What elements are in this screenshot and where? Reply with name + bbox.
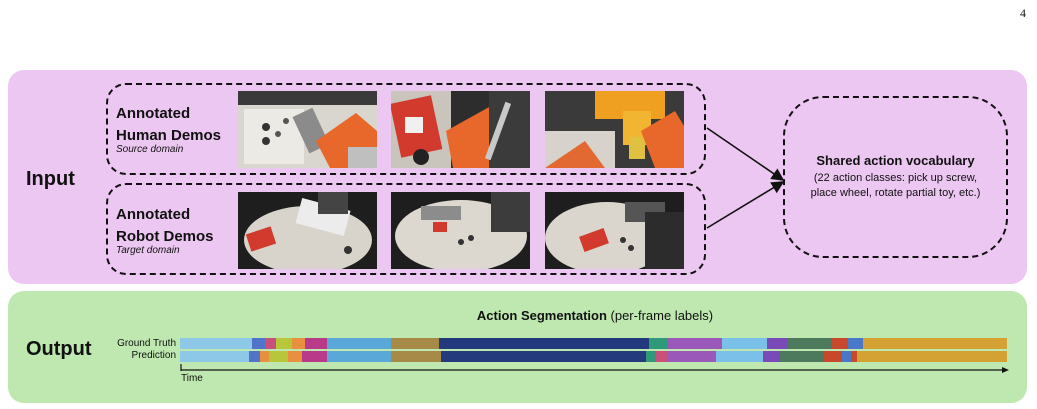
segment [327,338,391,349]
segment [646,351,656,362]
segment [439,338,649,349]
segment [260,351,269,362]
segment [668,351,716,362]
segment [832,338,848,349]
segment [780,351,824,362]
arrow-robot-to-vocab [707,182,783,228]
segment [302,351,327,362]
segment [656,351,668,362]
segment [269,351,288,362]
time-axis [180,364,1010,374]
segment [292,338,305,349]
segment [180,351,249,362]
segment [276,338,292,349]
time-label: Time [181,373,203,384]
segment [305,338,327,349]
segment [863,338,1007,349]
segment [441,351,646,362]
segmentation-title: Action Segmentation (per-frame labels) [180,308,1010,323]
prediction-label: Prediction [86,350,176,361]
segment [767,338,788,349]
ground-truth-timeline [180,338,1007,349]
segment [716,351,763,362]
segmentation-title-bold: Action Segmentation [477,308,607,323]
segment [180,338,252,349]
shared-vocab-line1: (22 action classes: pick up screw, [814,171,977,186]
segment [851,351,857,362]
segment [288,351,302,362]
segment [722,338,767,349]
segment [857,351,1007,362]
shared-vocab-title: Shared action vocabulary [816,153,974,168]
segment [668,338,722,349]
segment [649,338,668,349]
segment [391,338,439,349]
segment [842,351,851,362]
shared-vocab-line2: place wheel, rotate partial toy, etc.) [811,186,981,201]
segment [391,351,441,362]
segment [824,351,842,362]
prediction-timeline [180,351,1007,362]
segmentation-title-rest: (per-frame labels) [607,308,713,323]
segment [763,351,780,362]
arrow-human-to-vocab [707,128,783,180]
segment [848,338,863,349]
segment [265,338,276,349]
segment [249,351,260,362]
output-label: Output [26,338,92,361]
segment [788,338,832,349]
segment [252,338,265,349]
shared-vocab-box: Shared action vocabulary (22 action clas… [783,96,1008,258]
ground-truth-label: Ground Truth [86,338,176,349]
segment [327,351,391,362]
